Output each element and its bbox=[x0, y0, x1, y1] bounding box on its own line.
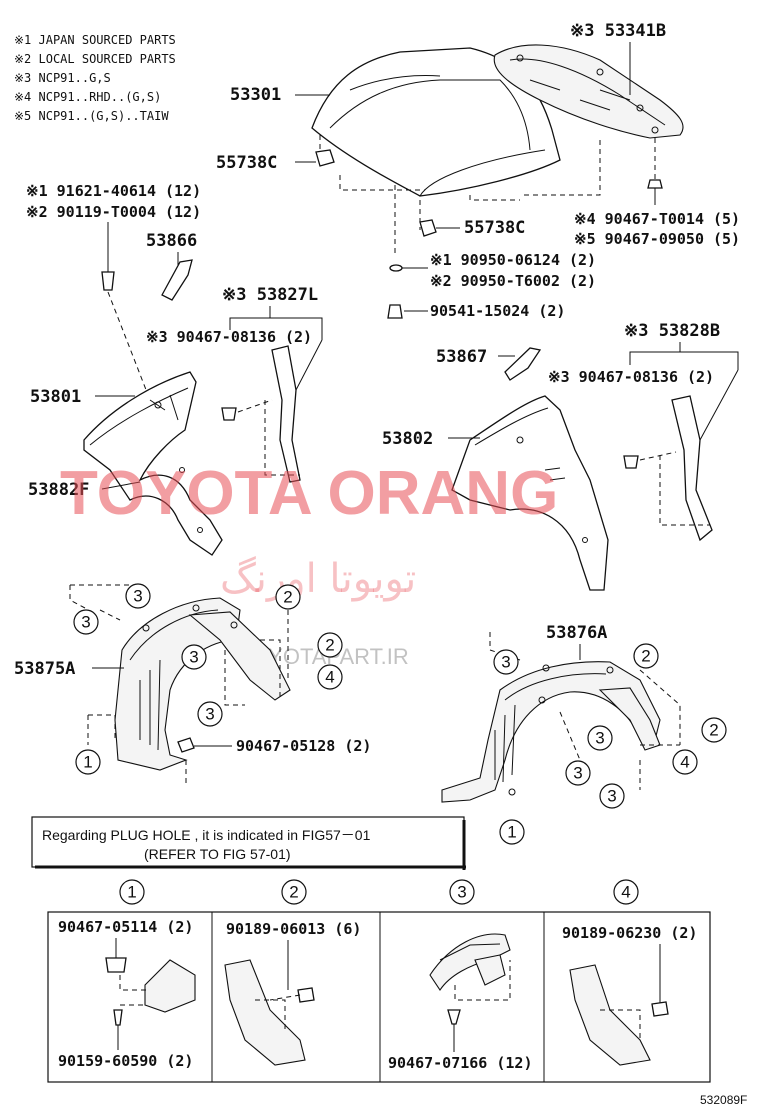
hood-insulator bbox=[493, 44, 684, 139]
label-90467-05128: 90467-05128 (2) bbox=[236, 737, 371, 755]
hood-panel bbox=[311, 47, 561, 197]
label-53341b: ※3 53341B bbox=[570, 21, 666, 41]
svg-text:3: 3 bbox=[573, 764, 582, 783]
svg-text:3: 3 bbox=[501, 653, 510, 672]
label-53866: 53866 bbox=[146, 231, 197, 251]
label-53802: 53802 bbox=[382, 429, 433, 449]
watermark-persian: تویوتا اورنگ bbox=[220, 556, 416, 602]
note-4: ※4 NCP91..RHD..(G,S) bbox=[14, 90, 161, 104]
svg-text:2: 2 bbox=[641, 647, 650, 666]
label-53876a: 53876A bbox=[546, 623, 607, 643]
label-55738c-right: 55738C bbox=[464, 218, 525, 238]
panel-1-number: 1 bbox=[127, 883, 136, 902]
panel-2-number: 2 bbox=[289, 883, 298, 902]
fender-left bbox=[83, 371, 223, 556]
watermark-main: TOYOTA ORANG bbox=[60, 459, 558, 528]
label-90950-06124: ※1 90950-06124 (2) bbox=[430, 251, 596, 269]
label-53301: 53301 bbox=[230, 85, 281, 105]
label-90467-09050: ※5 90467-09050 (5) bbox=[574, 230, 740, 248]
label-90541: 90541-15024 (2) bbox=[430, 302, 565, 320]
fender-seal-left bbox=[271, 345, 301, 483]
fender-right bbox=[451, 395, 609, 591]
fender-seal-right bbox=[671, 395, 713, 542]
label-53827l: ※3 53827L bbox=[222, 285, 318, 305]
panel-3-bottom-label: 90467-07166 (12) bbox=[388, 1054, 533, 1072]
plug-note-line1: Regarding PLUG HOLE , it is indicated in… bbox=[42, 827, 371, 843]
panel-4-top-label: 90189-06230 (2) bbox=[562, 924, 697, 942]
label-90467-t0014: ※4 90467-T0014 (5) bbox=[574, 210, 740, 228]
detail-panels: 1 2 3 4 90467-05114 (2) 90159-60590 (2) … bbox=[47, 879, 711, 1083]
svg-text:2: 2 bbox=[325, 636, 334, 655]
svg-text:3: 3 bbox=[595, 729, 604, 748]
label-53867: 53867 bbox=[436, 347, 487, 367]
panel-1-bottom-label: 90159-60590 (2) bbox=[58, 1052, 193, 1070]
note-1: ※1 JAPAN SOURCED PARTS bbox=[14, 33, 176, 47]
label-90467-08136-left: ※3 90467-08136 (2) bbox=[146, 328, 312, 346]
sourcing-notes: ※1 JAPAN SOURCED PARTS ※2 LOCAL SOURCED … bbox=[14, 33, 176, 123]
panel-1-top-label: 90467-05114 (2) bbox=[58, 918, 193, 936]
svg-text:2: 2 bbox=[283, 588, 292, 607]
note-2: ※2 LOCAL SOURCED PARTS bbox=[14, 52, 176, 66]
label-91621: ※1 91621-40614 (12) bbox=[26, 182, 201, 200]
callouts-right: 3 2 2 3 4 3 3 1 bbox=[493, 643, 727, 845]
panel-4-number: 4 bbox=[621, 883, 630, 902]
label-55738c-left: 55738C bbox=[216, 153, 277, 173]
label-53828b: ※3 53828B bbox=[624, 321, 720, 341]
svg-text:3: 3 bbox=[189, 648, 198, 667]
svg-text:1: 1 bbox=[83, 753, 92, 772]
svg-text:1: 1 bbox=[507, 823, 516, 842]
bracket-53867 bbox=[504, 347, 542, 381]
svg-text:4: 4 bbox=[680, 753, 689, 772]
panel-3-number: 3 bbox=[457, 883, 466, 902]
hood-bumper-right bbox=[419, 219, 437, 237]
label-53875a: 53875A bbox=[14, 659, 75, 679]
label-53882f: 53882F bbox=[28, 480, 89, 500]
label-53801: 53801 bbox=[30, 387, 81, 407]
fender-liner-left bbox=[114, 597, 291, 771]
svg-text:3: 3 bbox=[81, 613, 90, 632]
panel-2-top-label: 90189-06013 (6) bbox=[226, 920, 361, 938]
bracket-53866 bbox=[161, 259, 193, 301]
svg-text:3: 3 bbox=[133, 587, 142, 606]
svg-text:2: 2 bbox=[709, 721, 718, 740]
callouts-left: 3 3 3 3 2 2 4 1 bbox=[73, 583, 343, 775]
svg-text:4: 4 bbox=[325, 668, 334, 687]
label-90467-08136-right: ※3 90467-08136 (2) bbox=[548, 368, 714, 386]
label-90950-t6002: ※2 90950-T6002 (2) bbox=[430, 272, 596, 290]
fender-liner-right bbox=[441, 661, 661, 803]
watermark: TOYOTA ORANG تویوتا اورنگ TOYOTAPART.IR bbox=[60, 459, 558, 669]
figure-id: 532089F bbox=[700, 1093, 747, 1107]
plug-hole-note: Regarding PLUG HOLE , it is indicated in… bbox=[31, 816, 466, 870]
svg-text:3: 3 bbox=[205, 705, 214, 724]
hood-bumper-left bbox=[315, 149, 335, 167]
note-5: ※5 NCP91..(G,S)..TAIW bbox=[14, 109, 169, 123]
plug-note-line2: (REFER TO FIG 57-01) bbox=[144, 846, 291, 862]
label-90119: ※2 90119-T0004 (12) bbox=[26, 203, 201, 221]
note-3: ※3 NCP91..G,S bbox=[14, 71, 111, 85]
svg-text:3: 3 bbox=[607, 787, 616, 806]
